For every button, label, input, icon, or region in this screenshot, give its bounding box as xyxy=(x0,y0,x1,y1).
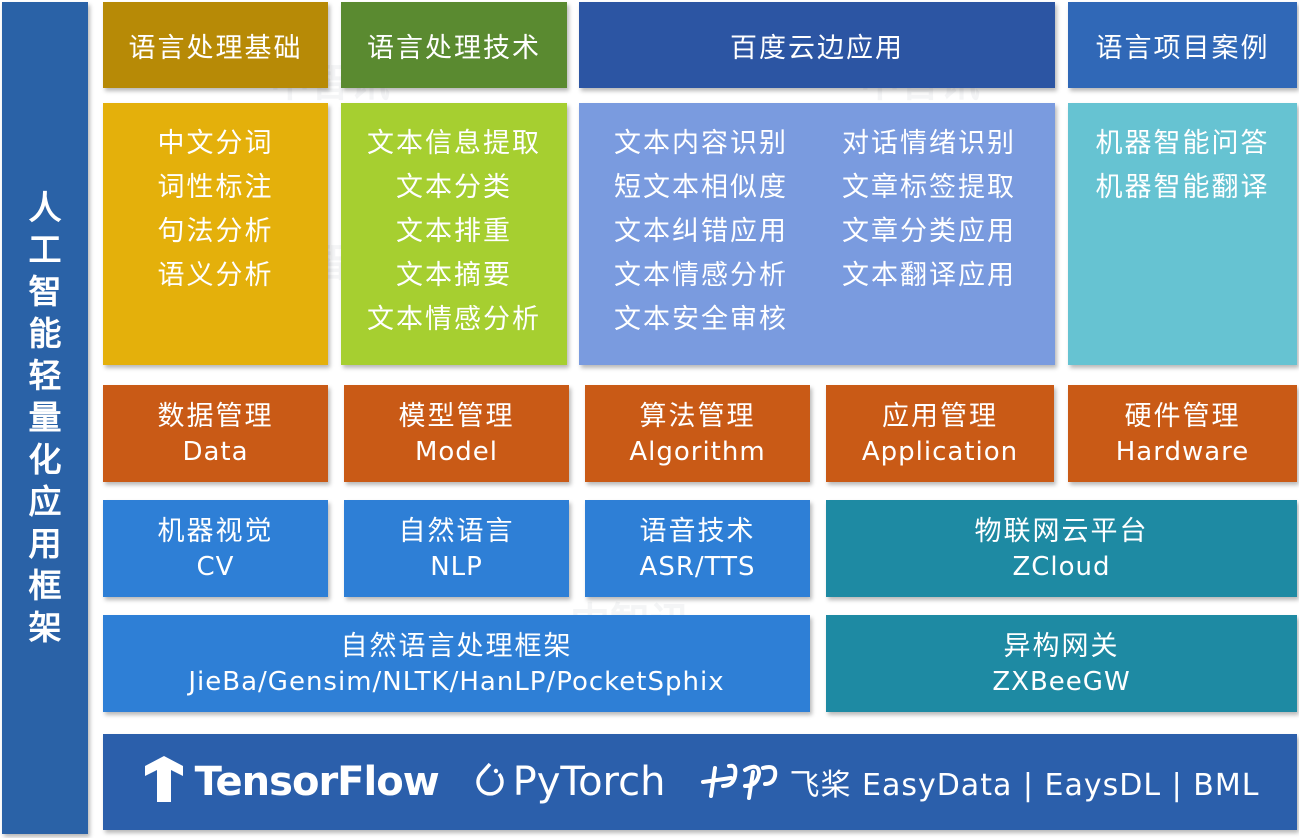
list-item: 语义分析 xyxy=(157,260,274,291)
pytorch-label: PyTorch xyxy=(512,759,666,805)
nlp-zh: 自然语言 xyxy=(398,515,515,547)
tech-list: 文本信息提取 文本分类 文本排重 文本摘要 文本情感分析 xyxy=(341,103,567,365)
application-management-en: Application xyxy=(861,436,1019,467)
list-item: 文本摘要 xyxy=(396,260,512,291)
cv-en: CV xyxy=(196,551,235,582)
list-item: 机器智能翻译 xyxy=(1095,172,1270,203)
hardware-management: 硬件管理 Hardware xyxy=(1068,385,1297,482)
data-management: 数据管理 Data xyxy=(103,385,328,482)
list-item: 文章分类应用 xyxy=(842,216,1016,247)
cv-box: 机器视觉 CV xyxy=(103,500,328,597)
baidu-list: 文本内容识别 短文本相似度 文本纠错应用 文本情感分析 文本安全审核 对话情绪识… xyxy=(579,103,1055,365)
list-item: 对话情绪识别 xyxy=(842,128,1016,159)
list-item: 文本排重 xyxy=(396,216,512,247)
base-platforms: TensorFlow PyTorch 飞桨 EasyData | EaysDL … xyxy=(103,734,1297,830)
baidu-list-right: 对话情绪识别 文章标签提取 文章分类应用 文本翻译应用 xyxy=(819,122,1039,298)
application-management-zh: 应用管理 xyxy=(882,400,998,432)
paddlepaddle-logo-icon xyxy=(701,758,781,806)
cv-zh: 机器视觉 xyxy=(157,515,274,547)
header-tech: 语言处理技术 xyxy=(341,2,567,88)
application-management: 应用管理 Application xyxy=(826,385,1054,482)
list-item: 文本分类 xyxy=(396,172,512,203)
side-title: 人工智能轻量化应用框架 xyxy=(28,188,62,647)
cases-list: 机器智能问答 机器智能翻译 xyxy=(1068,103,1297,365)
list-item: 中文分词 xyxy=(157,128,274,159)
header-baidu: 百度云边应用 xyxy=(579,2,1055,88)
side-panel: 人工智能轻量化应用框架 xyxy=(2,2,88,834)
list-item: 文本情感分析 xyxy=(614,260,788,291)
pytorch-logo: PyTorch xyxy=(475,759,666,805)
header-tech-label: 语言处理技术 xyxy=(367,32,541,64)
nlp-framework-box: 自然语言处理框架 JieBa/Gensim/NLTK/HanLP/PocketS… xyxy=(103,615,810,712)
speech-box: 语音技术 ASR/TTS xyxy=(585,500,810,597)
pytorch-logo-icon xyxy=(475,760,505,804)
paddlepaddle-logo: 飞桨 EasyData | EaysDL | BML xyxy=(701,758,1259,806)
list-item: 文本翻译应用 xyxy=(842,260,1016,291)
header-cases: 语言项目案例 xyxy=(1068,2,1297,88)
iot-cloud-zh: 物联网云平台 xyxy=(974,515,1149,547)
baidu-list-left: 文本内容识别 短文本相似度 文本纠错应用 文本情感分析 文本安全审核 xyxy=(591,122,811,342)
hardware-management-en: Hardware xyxy=(1115,436,1250,467)
nlp-en: NLP xyxy=(430,551,483,582)
basics-list: 中文分词 词性标注 句法分析 语义分析 xyxy=(103,103,328,365)
header-cases-label: 语言项目案例 xyxy=(1095,32,1270,64)
nlp-framework-zh: 自然语言处理框架 xyxy=(340,630,573,662)
speech-en: ASR/TTS xyxy=(639,551,756,582)
list-item: 词性标注 xyxy=(157,172,274,203)
iot-cloud-en: ZCloud xyxy=(1012,551,1111,582)
header-basics: 语言处理基础 xyxy=(103,2,328,88)
header-basics-label: 语言处理基础 xyxy=(128,32,303,64)
tensorflow-logo: TensorFlow xyxy=(141,756,440,808)
speech-zh: 语音技术 xyxy=(639,515,756,547)
list-item: 文本内容识别 xyxy=(614,128,788,159)
data-management-zh: 数据管理 xyxy=(157,400,274,432)
list-item: 文本情感分析 xyxy=(367,304,541,335)
list-item: 文本信息提取 xyxy=(367,128,541,159)
model-management: 模型管理 Model xyxy=(344,385,569,482)
hardware-management-zh: 硬件管理 xyxy=(1124,400,1241,432)
tensorflow-label: TensorFlow xyxy=(194,759,440,805)
model-management-en: Model xyxy=(414,436,499,467)
header-baidu-label: 百度云边应用 xyxy=(730,32,904,64)
list-item: 文本安全审核 xyxy=(614,304,788,335)
iot-cloud-box: 物联网云平台 ZCloud xyxy=(826,500,1297,597)
list-item: 文本纠错应用 xyxy=(614,216,788,247)
nlp-box: 自然语言 NLP xyxy=(344,500,569,597)
list-item: 句法分析 xyxy=(157,216,274,247)
gateway-en: ZXBeeGW xyxy=(992,666,1131,697)
gateway-zh: 异构网关 xyxy=(1003,630,1120,662)
algorithm-management-en: Algorithm xyxy=(629,436,766,467)
gateway-box: 异构网关 ZXBeeGW xyxy=(826,615,1297,712)
list-item: 短文本相似度 xyxy=(614,172,788,203)
paddlepaddle-label: 飞桨 EasyData | EaysDL | BML xyxy=(789,768,1260,803)
algorithm-management-zh: 算法管理 xyxy=(639,400,756,432)
list-item: 文章标签提取 xyxy=(842,172,1016,203)
tensorflow-logo-icon xyxy=(141,756,187,808)
data-management-en: Data xyxy=(182,436,249,467)
model-management-zh: 模型管理 xyxy=(398,400,515,432)
nlp-framework-en: JieBa/Gensim/NLTK/HanLP/PocketSphix xyxy=(188,666,725,697)
list-item: 机器智能问答 xyxy=(1095,128,1270,159)
algorithm-management: 算法管理 Algorithm xyxy=(585,385,810,482)
